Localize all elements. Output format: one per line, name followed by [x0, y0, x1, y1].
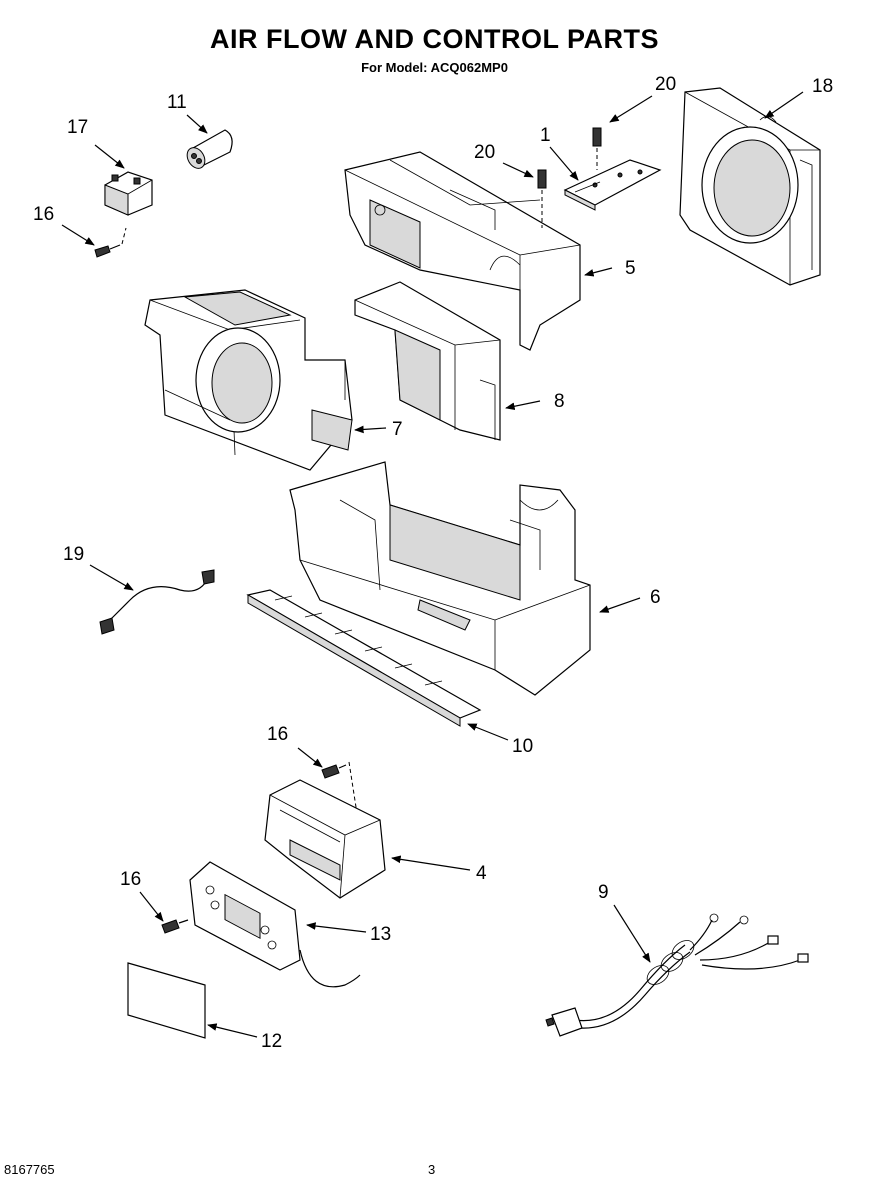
- callout-11: 11: [167, 92, 187, 113]
- part-6-base-pan: [289, 461, 591, 696]
- callout-6: 6: [650, 587, 661, 608]
- callout-16-a: 16: [33, 204, 54, 225]
- callout-20-a: 20: [474, 142, 495, 163]
- callout-16-b: 16: [267, 724, 288, 745]
- callout-5: 5: [625, 258, 636, 279]
- callout-10: 10: [512, 736, 533, 757]
- callout-17: 17: [67, 117, 88, 138]
- part-16-screw-c: [161, 919, 189, 934]
- callout-1: 1: [540, 125, 551, 146]
- part-16-screw-b: [321, 761, 359, 821]
- part-19-wire: [99, 569, 215, 635]
- callout-20-b: 20: [655, 74, 676, 95]
- part-8-duct-panel: [354, 281, 501, 441]
- part-17-relay: [104, 171, 153, 216]
- part-20-screw-a: [537, 169, 547, 228]
- callout-8: 8: [554, 391, 565, 412]
- callout-12: 12: [261, 1031, 282, 1052]
- part-5-shroud: [344, 151, 581, 351]
- part-4-control-bracket: [264, 779, 386, 899]
- part-10-grille: [246, 589, 482, 727]
- callout-16-c: 16: [120, 869, 141, 890]
- document-number: 8167765: [4, 1162, 55, 1177]
- leader-lines: [61, 91, 804, 1038]
- part-12-overlay: [127, 962, 206, 1039]
- callout-19: 19: [63, 544, 84, 565]
- part-9-power-cord: [545, 913, 809, 1037]
- page-number: 3: [428, 1162, 436, 1177]
- callout-9: 9: [598, 882, 609, 903]
- callout-7: 7: [392, 419, 403, 440]
- part-20-screw-b: [592, 127, 602, 170]
- part-16-screw-a: [94, 227, 127, 258]
- callout-4: 4: [476, 863, 487, 884]
- part-7-blower-housing: [144, 289, 353, 471]
- callout-18: 18: [812, 76, 833, 97]
- part-13-control-panel: [189, 861, 361, 988]
- model-subtitle: For Model: ACQ062MP0: [361, 60, 508, 75]
- page-title: AIR FLOW AND CONTROL PARTS: [210, 24, 659, 54]
- callout-13: 13: [370, 924, 391, 945]
- part-1-control-board: [563, 159, 662, 211]
- part-11-capacitor: [186, 129, 233, 169]
- part-18-frame: [679, 87, 821, 286]
